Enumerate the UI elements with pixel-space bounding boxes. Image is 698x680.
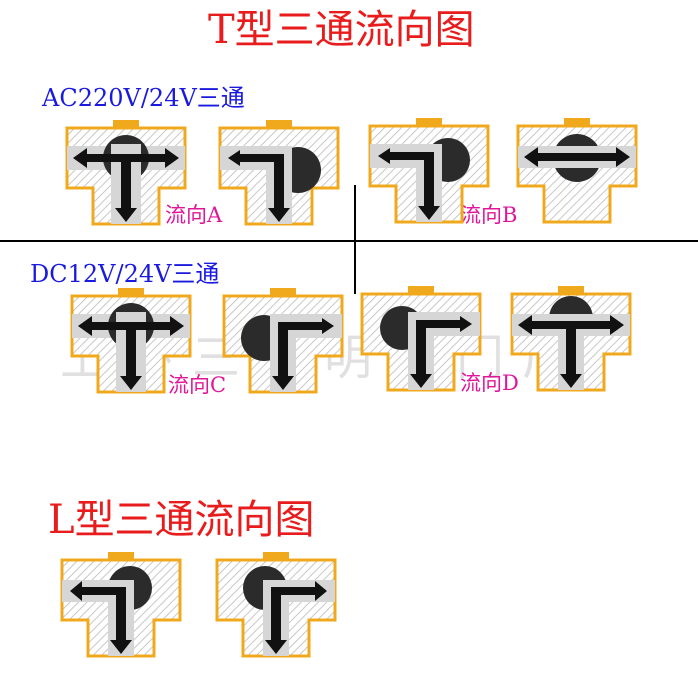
valve-ac-a2 xyxy=(218,120,340,226)
valve-ac-b1 xyxy=(368,118,490,224)
flow-label-a: 流向A xyxy=(165,203,223,227)
flow-arrow-icon xyxy=(70,581,132,654)
valve-dc-c2 xyxy=(222,288,344,394)
ac-section-label: AC220V/24V三通 xyxy=(42,84,245,112)
t-type-title: T型三通流向图 xyxy=(208,7,475,53)
valve-dc-d2 xyxy=(510,286,632,392)
flow-label-d: 流向D xyxy=(460,371,519,395)
flow-arrow-icon xyxy=(524,147,630,167)
dc-section-label: DC12V/24V三通 xyxy=(30,260,220,288)
valve-dc-d1 xyxy=(360,286,482,392)
flow-arrow-icon xyxy=(265,581,327,654)
flow-arrow-icon xyxy=(272,318,334,390)
flow-arrow-icon xyxy=(228,150,290,222)
flow-arrow-icon xyxy=(518,315,624,388)
flow-arrow-icon xyxy=(378,148,440,220)
flow-label-b: 流向B xyxy=(460,203,518,227)
vertical-divider-top xyxy=(354,185,356,240)
valve-ac-a1 xyxy=(65,120,187,226)
flow-arrow-icon xyxy=(78,316,184,390)
valve-ac-b2 xyxy=(516,118,638,224)
horizontal-divider xyxy=(0,240,698,242)
valve-dc-c1 xyxy=(70,288,192,394)
valve-l-2 xyxy=(215,552,337,658)
flow-arrow-icon xyxy=(410,316,472,388)
flow-arrow-icon xyxy=(73,148,179,222)
l-type-title: L型三通流向图 xyxy=(48,497,315,543)
flow-label-c: 流向C xyxy=(168,373,227,397)
valve-l-1 xyxy=(60,552,182,658)
vertical-divider-bottom xyxy=(354,242,356,294)
